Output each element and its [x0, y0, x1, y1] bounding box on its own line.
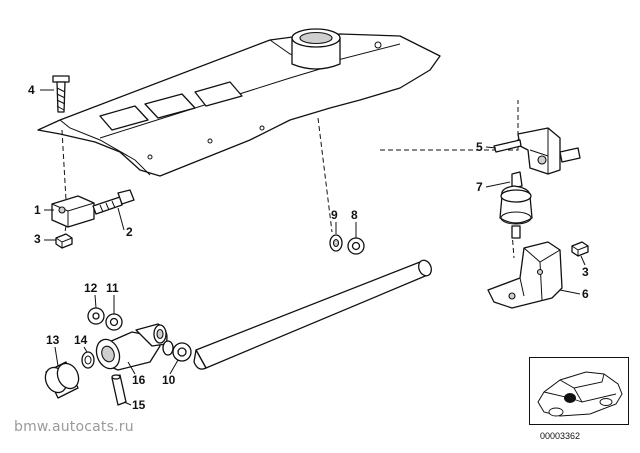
callout-9: 9: [331, 208, 338, 222]
bolt-2: [92, 189, 135, 215]
callout-16: 16: [132, 373, 146, 387]
callout-11: 11: [106, 281, 119, 295]
callout-4: 4: [28, 83, 35, 97]
callout-2: 2: [126, 225, 133, 239]
washer-10: [162, 340, 192, 362]
callout-14: 14: [74, 333, 88, 347]
callout-5: 5: [476, 140, 483, 154]
washer-11: [105, 313, 123, 331]
rubber-mount-7: [499, 171, 533, 239]
upper-bracket-5: [493, 127, 581, 175]
callout-3-right: 3: [582, 265, 589, 279]
watermark: bmw.autocats.ru: [14, 419, 134, 435]
washer-8: [347, 237, 365, 255]
callout-13: 13: [46, 333, 60, 347]
washer-12: [87, 307, 105, 325]
callouts: 4 1 2 3 9 8 12 11 13 14 16 15 10 5 7 3 6: [28, 83, 589, 412]
nut-3-left: [55, 233, 73, 249]
callout-7: 7: [476, 180, 483, 194]
ring-14: [81, 351, 95, 369]
bolt-4: [52, 75, 70, 113]
callout-8: 8: [351, 208, 358, 222]
callout-10: 10: [162, 373, 176, 387]
callout-1: 1: [34, 203, 41, 217]
callout-12: 12: [84, 281, 98, 295]
callout-6: 6: [582, 287, 589, 301]
diagram-code: 00003362: [540, 431, 581, 441]
tunnel-plate: [37, 28, 441, 177]
clamp-block-1: [51, 195, 95, 228]
joint-16: [95, 323, 168, 371]
bushing-9: [329, 234, 343, 252]
callout-15: 15: [132, 398, 146, 412]
callout-3-left: 3: [34, 232, 41, 246]
nut-3-right: [571, 241, 589, 257]
car-location-thumbnail: [529, 357, 629, 425]
lower-bracket-6: [487, 241, 563, 309]
shift-rod: [193, 259, 432, 370]
sleeve-13: [44, 361, 80, 399]
car-outline-icon: [537, 371, 623, 417]
pin-15: [111, 374, 127, 406]
